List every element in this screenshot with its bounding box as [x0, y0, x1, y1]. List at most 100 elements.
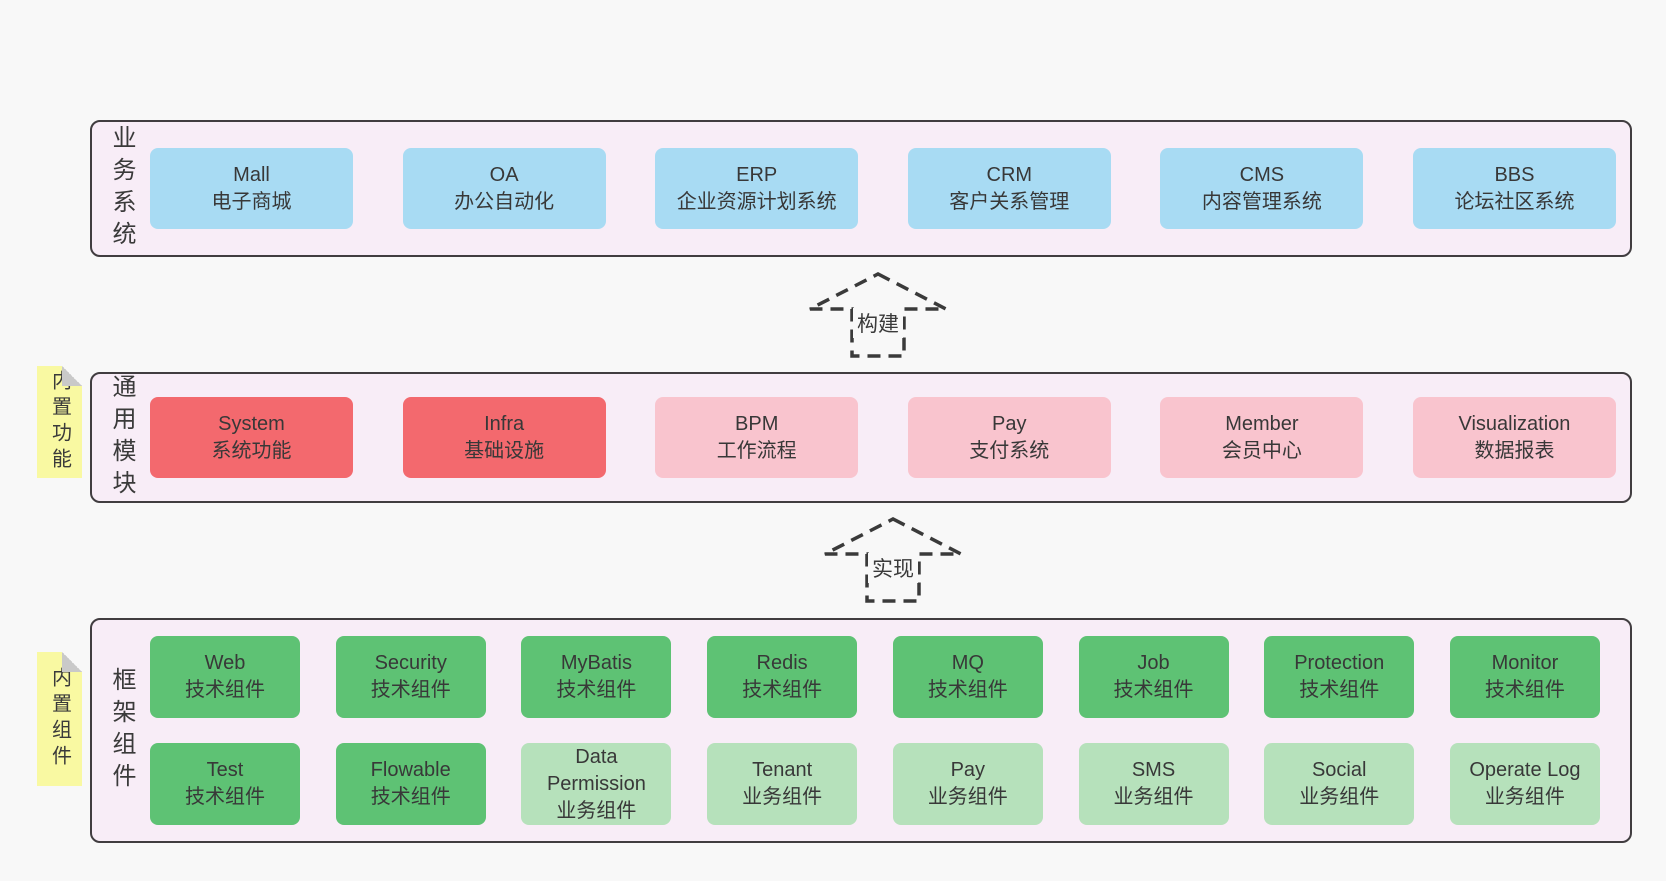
- node-name: Redis: [756, 652, 808, 674]
- node-flowable: Flowable 技术组件: [335, 743, 486, 825]
- node-pay-system: Pay 支付系统: [907, 397, 1111, 478]
- section-label-text: 业务系统: [108, 124, 135, 253]
- node-name: Pay: [950, 759, 986, 781]
- node-desc: 技术组件: [185, 679, 265, 701]
- node-desc: 技术组件: [927, 679, 1008, 701]
- node-name: CMS: [1239, 163, 1285, 186]
- folded-corner-icon: [62, 652, 82, 672]
- node-desc: 技术组件: [1484, 679, 1565, 701]
- node-name: Member: [1225, 412, 1299, 435]
- node-desc: 会员中心: [1221, 439, 1302, 462]
- node-desc: 技术组件: [370, 679, 451, 701]
- arrow-label-build: 构建: [853, 308, 903, 338]
- node-name: SMS: [1131, 759, 1176, 781]
- node-desc: 业务组件: [556, 799, 637, 822]
- node-system: System 系统功能: [150, 397, 353, 478]
- node-visualization: Visualization 数据报表: [1412, 397, 1616, 478]
- section-label-business: 业务系统: [92, 122, 150, 255]
- node-name: BBS: [1494, 163, 1535, 186]
- node-mall: Mall 电子商城: [150, 148, 353, 229]
- node-name: Mall: [233, 163, 270, 186]
- node-name: Job: [1137, 652, 1170, 674]
- section-label-text: 通用模块: [108, 373, 135, 502]
- node-erp: ERP 企业资源计划系统: [655, 148, 859, 229]
- node-name: CRM: [986, 163, 1033, 186]
- node-name: Pay: [992, 412, 1027, 435]
- node-name: Security: [374, 652, 447, 674]
- node-desc: 内容管理系统: [1201, 190, 1322, 213]
- node-desc: 基础设施: [464, 439, 545, 462]
- node-desc: 业务组件: [1113, 786, 1194, 808]
- node-name: Protection: [1294, 652, 1385, 674]
- node-mq: MQ 技术组件: [892, 636, 1043, 718]
- node-desc: 技术组件: [1299, 679, 1380, 701]
- node-bpm: BPM 工作流程: [655, 397, 859, 478]
- node-name: Flowable: [370, 759, 451, 781]
- section-label-modules: 通用模块: [92, 373, 150, 502]
- tag-builtin-components: 内置组件: [37, 652, 82, 786]
- node-desc: 电子商城: [211, 190, 292, 213]
- node-desc: 客户关系管理: [949, 190, 1070, 213]
- node-bbs: BBS 论坛社区系统: [1412, 148, 1616, 229]
- section-label-framework: 框架组件: [92, 620, 150, 841]
- section-business-systems: 业务系统 Mall 电子商城 OA 办公自动化 ERP 企业资源计划系统 CRM…: [90, 120, 1632, 257]
- node-desc: 业务组件: [1299, 786, 1380, 808]
- section-label-text: 框架组件: [108, 666, 135, 795]
- node-desc: 技术组件: [370, 786, 451, 808]
- tag-builtin-functions: 内置功能: [37, 366, 82, 478]
- node-crm: CRM 客户关系管理: [907, 148, 1111, 229]
- node-desc: 技术组件: [1113, 679, 1194, 701]
- node-mybatis: MyBatis 技术组件: [521, 636, 672, 718]
- node-redis: Redis 技术组件: [707, 636, 858, 718]
- node-infra: Infra 基础设施: [402, 397, 606, 478]
- modules-boxes-row: System 系统功能 Infra 基础设施 BPM 工作流程 Pay 支付系统…: [150, 374, 1630, 501]
- node-desc: 业务组件: [742, 786, 823, 808]
- node-monitor: Monitor 技术组件: [1449, 636, 1600, 718]
- node-test: Test 技术组件: [150, 743, 300, 825]
- node-name: Test: [206, 759, 244, 781]
- node-name: Social: [1311, 759, 1367, 781]
- node-member: Member 会员中心: [1160, 397, 1364, 478]
- node-name: OA: [489, 163, 519, 186]
- node-desc: 工作流程: [716, 439, 797, 462]
- node-name: Visualization: [1458, 412, 1571, 435]
- node-desc: 企业资源计划系统: [676, 190, 837, 213]
- node-name: Data Permission: [546, 745, 646, 795]
- node-social: Social 业务组件: [1264, 743, 1415, 825]
- node-name: MyBatis: [560, 652, 632, 674]
- node-desc: 技术组件: [742, 679, 823, 701]
- node-desc: 支付系统: [969, 439, 1050, 462]
- node-pay-component: Pay 业务组件: [892, 743, 1043, 825]
- node-tenant: Tenant 业务组件: [707, 743, 858, 825]
- node-name: Web: [204, 652, 246, 674]
- node-job: Job 技术组件: [1078, 636, 1229, 718]
- node-desc: 业务组件: [927, 786, 1008, 808]
- node-name: System: [218, 412, 285, 435]
- node-desc: 数据报表: [1474, 439, 1555, 462]
- node-sms: SMS 业务组件: [1078, 743, 1229, 825]
- node-name: Monitor: [1491, 652, 1559, 674]
- node-protection: Protection 技术组件: [1264, 636, 1415, 718]
- framework-rows: Web 技术组件 Security 技术组件 MyBatis 技术组件 Redi…: [150, 620, 1630, 841]
- section-common-modules: 通用模块 System 系统功能 Infra 基础设施 BPM 工作流程 Pay…: [90, 372, 1632, 503]
- folded-corner-icon: [62, 366, 82, 386]
- framework-row-2: Test 技术组件 Flowable 技术组件 Data Permission …: [150, 743, 1600, 825]
- node-oa: OA 办公自动化: [402, 148, 606, 229]
- node-desc: 技术组件: [556, 679, 637, 701]
- arrow-label-implement: 实现: [868, 553, 918, 583]
- node-security: Security 技术组件: [335, 636, 486, 718]
- node-name: Tenant: [752, 759, 813, 781]
- node-desc: 技术组件: [185, 786, 265, 808]
- section-framework-components: 框架组件 Web 技术组件 Security 技术组件 MyBatis 技术组件…: [90, 618, 1632, 843]
- arrow-up-icon: [824, 517, 962, 603]
- node-name: Infra: [484, 412, 525, 435]
- node-data-permission: Data Permission 业务组件: [521, 743, 672, 825]
- tag-text: 内置功能: [48, 370, 71, 474]
- node-name: BPM: [735, 412, 779, 435]
- arrow-up-icon: [809, 272, 947, 358]
- build-arrow: 构建: [808, 272, 948, 358]
- node-name: Operate Log: [1469, 759, 1581, 781]
- node-desc: 论坛社区系统: [1454, 190, 1575, 213]
- framework-row-1: Web 技术组件 Security 技术组件 MyBatis 技术组件 Redi…: [150, 636, 1600, 718]
